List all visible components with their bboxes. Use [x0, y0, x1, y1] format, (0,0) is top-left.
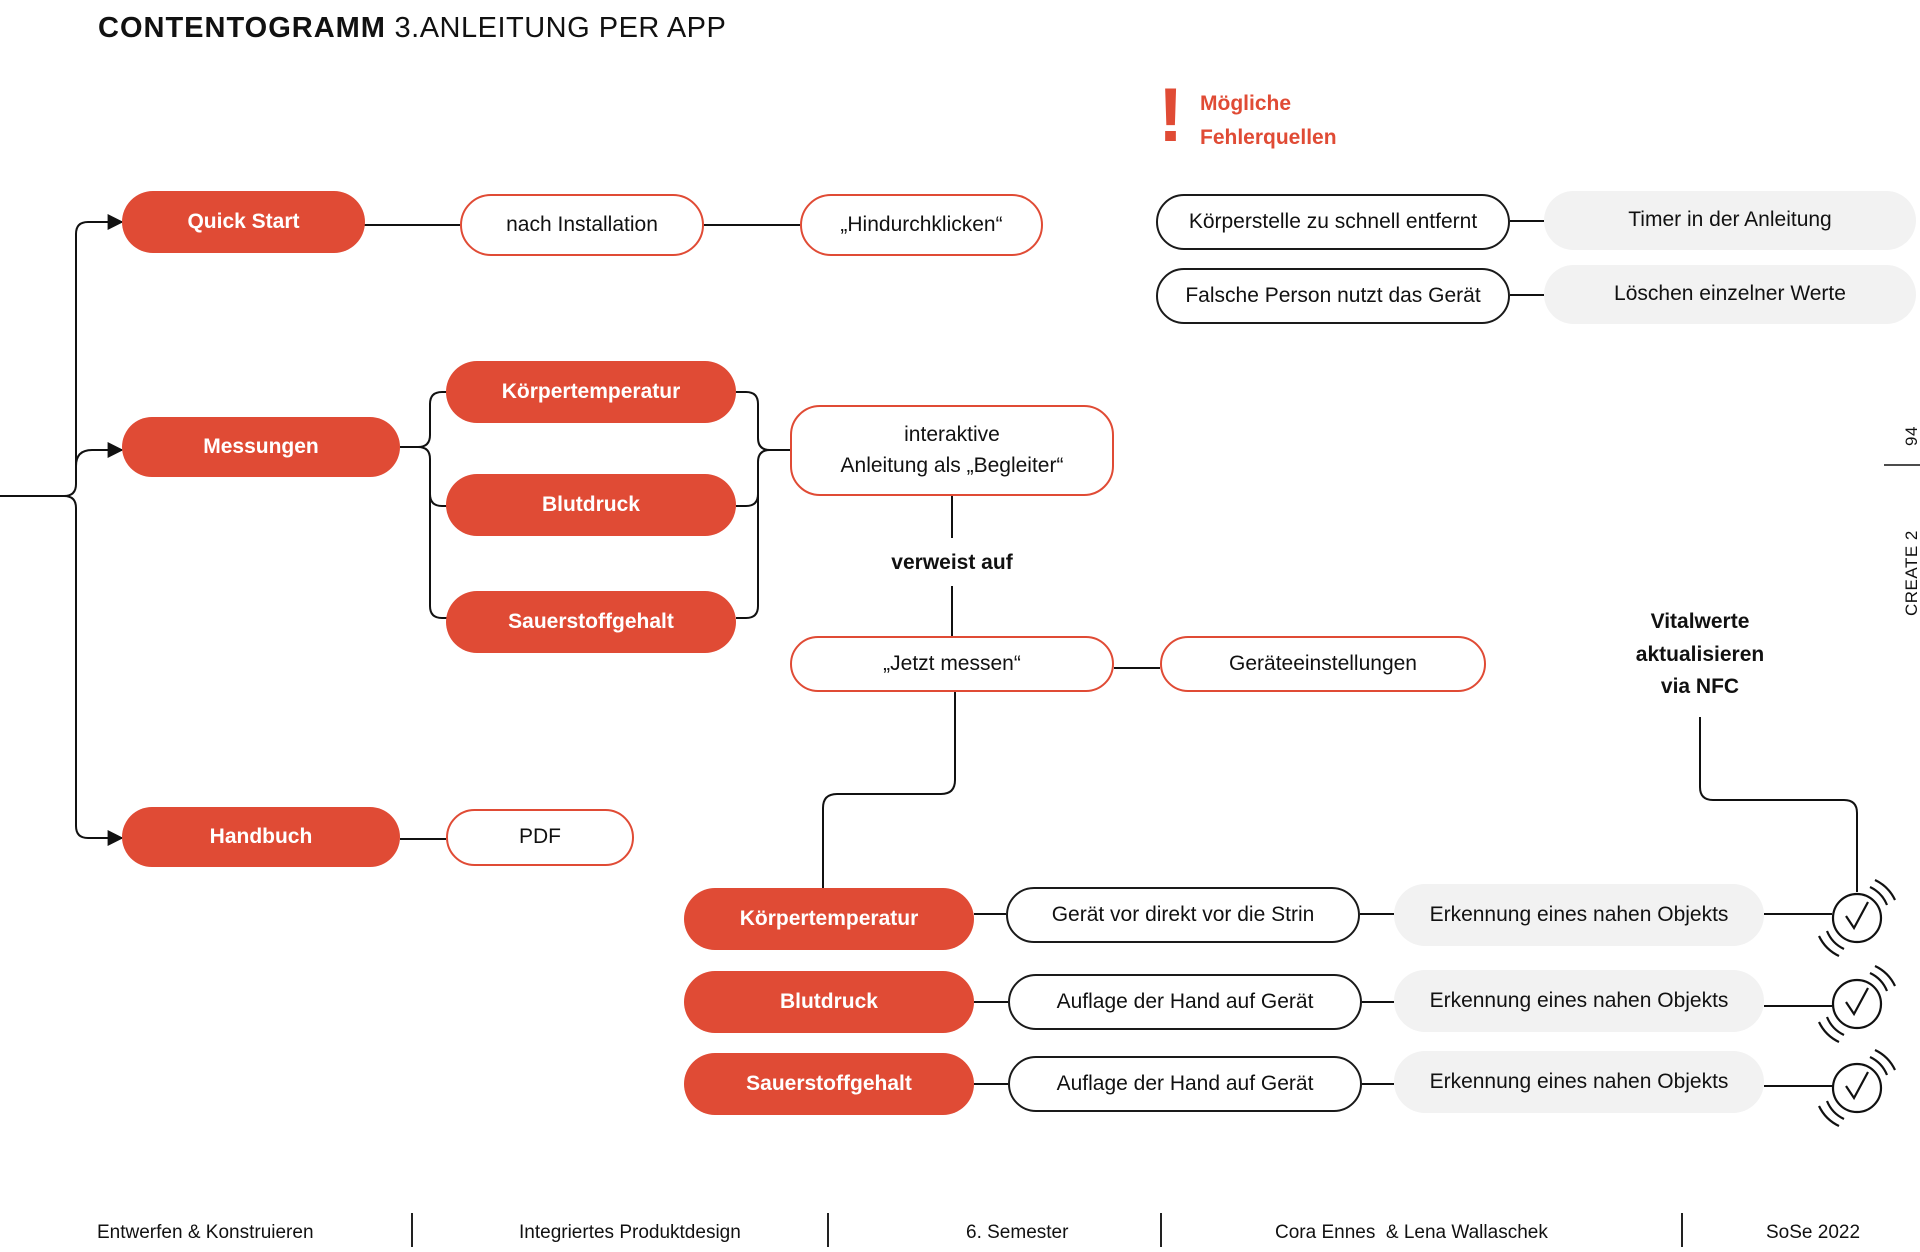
- node-nach-installation: nach Installation: [460, 194, 704, 256]
- node-quick-start: Quick Start: [122, 191, 365, 253]
- footer-semester: 6. Semester: [966, 1222, 1069, 1243]
- error-problem: Falsche Person nutzt das Gerät: [1156, 268, 1510, 324]
- measurement-action: Auflage der Hand auf Gerät: [1008, 1056, 1362, 1112]
- footer-divider: [827, 1213, 829, 1247]
- exclamation-icon: !: [1158, 73, 1184, 158]
- title-rest: 3.ANLEITUNG PER APP: [394, 12, 727, 44]
- node-sauerstoffgehalt: Sauerstoffgehalt: [446, 591, 736, 653]
- measurement-detection: Erkennung eines nahen Objekts: [1394, 970, 1764, 1032]
- node-handbuch: Handbuch: [122, 807, 400, 867]
- nfc-line-1: Vitalwerte: [1650, 610, 1750, 633]
- error-problem: Körperstelle zu schnell entfernt: [1156, 194, 1510, 250]
- guide-line-1: interaktive: [904, 423, 1000, 447]
- nfc-check-icon: [1818, 1049, 1896, 1127]
- node-pdf: PDF: [446, 809, 634, 866]
- nfc-line-2: aktualisieren: [1635, 642, 1765, 666]
- footer-divider: [1681, 1213, 1683, 1247]
- node-koerpertemperatur: Körpertemperatur: [446, 361, 736, 423]
- side-section-label: CREATE 2: [1902, 530, 1920, 616]
- guide-line-2: Anleitung als „Begleiter“: [840, 453, 1064, 477]
- footer-divider: [1160, 1213, 1162, 1247]
- error-solution: Löschen einzelner Werte: [1544, 265, 1916, 324]
- footer-course: Entwerfen & Konstruieren: [97, 1222, 314, 1243]
- footer-term: SoSe 2022: [1766, 1222, 1861, 1243]
- measurement-name: Blutdruck: [684, 971, 974, 1033]
- node-messungen: Messungen: [122, 417, 400, 477]
- side-page-number: 94: [1902, 426, 1920, 446]
- measurement-action: Auflage der Hand auf Gerät: [1008, 974, 1362, 1030]
- page-title: CONTENTOGRAMM 3.ANLEITUNG PER APP: [98, 12, 726, 45]
- node-jetzt-messen: „Jetzt messen“: [790, 636, 1114, 692]
- footer-program: Integriertes Produktdesign: [519, 1222, 741, 1243]
- node-interaktive-anleitung: interaktive Anleitung als „Begleiter“: [790, 405, 1114, 496]
- footer-authors: Cora Ennes & Lena Wallaschek: [1275, 1222, 1548, 1243]
- label-verweist-auf: verweist auf: [891, 551, 1013, 574]
- measurement-name: Körpertemperatur: [684, 888, 974, 950]
- nfc-line-3: via NFC: [1660, 675, 1740, 699]
- footer-divider: [411, 1213, 413, 1247]
- measurement-name: Sauerstoffgehalt: [684, 1053, 974, 1115]
- node-geraeteeinstellungen: Geräteeinstellungen: [1160, 636, 1486, 692]
- error-title-line-2: Fehlerquellen: [1200, 125, 1337, 149]
- error-sources-title: Mögliche Fehlerquellen: [1200, 87, 1337, 154]
- nfc-check-icon: [1818, 965, 1896, 1043]
- error-solution: Timer in der Anleitung: [1544, 191, 1916, 250]
- measurement-detection: Erkennung eines nahen Objekts: [1394, 1051, 1764, 1113]
- nfc-check-icon: [1818, 879, 1896, 957]
- node-hindurchklicken: „Hindurchklicken“: [800, 194, 1043, 256]
- measurement-action: Gerät vor direkt vor die Strin: [1006, 887, 1360, 943]
- node-blutdruck: Blutdruck: [446, 474, 736, 536]
- title-bold: CONTENTOGRAMM: [98, 12, 386, 44]
- label-nfc: Vitalwerte aktualisieren via NFC: [1600, 606, 1800, 704]
- measurement-detection: Erkennung eines nahen Objekts: [1394, 884, 1764, 946]
- error-title-line-1: Mögliche: [1200, 92, 1292, 115]
